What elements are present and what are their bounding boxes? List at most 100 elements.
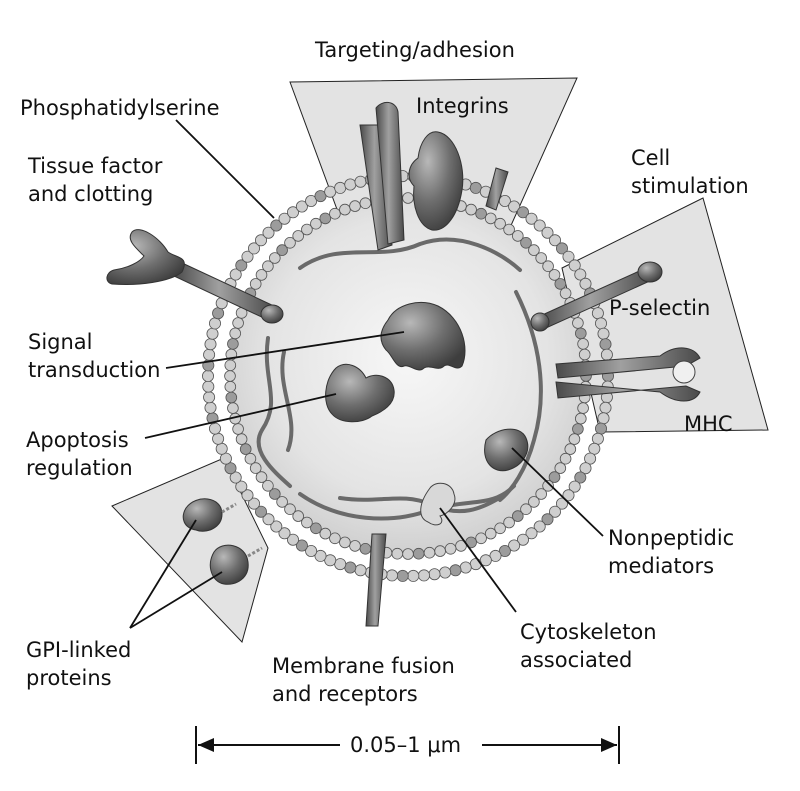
lipid-head-outer — [508, 200, 521, 213]
scale-bar-left-arrow — [198, 738, 214, 752]
lipid-head-outer — [396, 569, 409, 582]
lipid-head-inner — [229, 327, 242, 340]
filament — [280, 350, 294, 452]
lipid-head-inner — [339, 536, 351, 549]
lipid-head-outer — [600, 348, 613, 361]
lipid-head-outer — [203, 348, 216, 361]
nonpeptidic-protein — [484, 428, 529, 472]
lipid-head-outer — [469, 181, 482, 194]
lipid-head-outer — [568, 259, 581, 272]
lipid-head-inner — [475, 207, 487, 220]
cytoskeleton-protein — [420, 482, 456, 526]
lipid-head-outer — [344, 561, 357, 574]
lipid-head-inner — [520, 237, 532, 249]
lipid-head-inner — [578, 348, 591, 361]
lipid-head-inner — [434, 545, 446, 557]
lipid-head-inner — [255, 471, 268, 483]
scale-bar-right-arrow — [601, 738, 617, 752]
lipid-head-inner — [412, 547, 425, 560]
lipid-head-inner — [224, 380, 237, 393]
lipid-head-outer — [489, 549, 502, 562]
lipid-head-outer — [562, 250, 575, 263]
lipid-head-inner — [494, 217, 506, 230]
lipid-head-inner — [520, 503, 532, 516]
lipid-head-inner — [249, 278, 262, 290]
lipid-head-outer — [525, 527, 538, 540]
lipid-head-outer — [517, 206, 530, 219]
lipid-head-inner — [276, 496, 288, 508]
lipid-head-inner — [359, 542, 372, 555]
lipid-head-inner — [292, 230, 305, 242]
lipid-head-outer — [247, 497, 260, 510]
lipid-head-outer — [314, 549, 327, 562]
gpi-protein-b — [209, 544, 249, 585]
lipid-head-inner — [232, 317, 244, 329]
tissue-factor-head — [106, 229, 185, 285]
lipid-head-outer — [241, 250, 254, 263]
lipid-head-inner — [268, 252, 281, 264]
lipid-head-inner — [276, 244, 288, 256]
lipid-head-outer — [201, 369, 214, 382]
tissue-factor-anchor — [260, 304, 284, 324]
lipid-head-inner — [548, 269, 561, 281]
cell-stimulation-label-line2: stimulation — [631, 174, 749, 198]
lipid-head-inner — [319, 212, 332, 225]
lipid-head-outer — [508, 539, 521, 552]
lipid-head-inner — [511, 230, 524, 242]
gpi-sector — [111, 457, 269, 643]
gpi-linked-label: GPI-linked proteins — [26, 636, 131, 692]
targeting-adhesion-label: Targeting/adhesion — [315, 38, 515, 62]
lipid-head-outer — [517, 533, 530, 546]
scale-bar — [195, 726, 620, 764]
lipid-head-outer — [449, 564, 462, 577]
lipid-head-outer — [595, 317, 608, 330]
lipid-head-outer — [344, 178, 357, 191]
integrin-rod-a — [359, 124, 393, 251]
lipid-head-inner — [319, 527, 332, 540]
filament — [256, 336, 292, 488]
lipid-head-inner — [227, 402, 239, 414]
lipid-head-inner — [255, 269, 268, 281]
lipid-head-inner — [444, 542, 457, 555]
lipid-head-outer — [229, 471, 242, 484]
lipid-head-outer — [595, 422, 608, 435]
lipid-head-inner — [494, 522, 506, 535]
integrins-label: Integrins — [416, 94, 509, 118]
lipid-head-outer — [334, 181, 347, 194]
lipid-head-inner — [301, 516, 313, 529]
lipid-head-inner — [475, 532, 487, 545]
membrane-fusion-label-line2: and receptors — [272, 682, 418, 706]
membrane-fusion-protein — [365, 533, 387, 627]
lipid-head-outer — [562, 489, 575, 502]
tissue-factor-label-line1: Tissue factor — [28, 154, 163, 178]
lipid-head-inner — [402, 548, 414, 560]
tissue-factor-protein — [106, 229, 284, 324]
apoptosis-label-line1: Apoptosis — [26, 428, 129, 452]
lipid-head-outer — [334, 558, 347, 571]
lipid-head-inner — [224, 370, 236, 382]
membrane-fusion-label: Membrane fusion and receptors — [272, 652, 455, 708]
lipid-head-outer — [208, 317, 221, 330]
lipid-head-outer — [574, 471, 587, 484]
lipid-head-outer — [439, 566, 452, 579]
tissue-factor-label: Tissue factor and clotting — [28, 152, 162, 208]
lipid-head-outer — [235, 259, 248, 272]
lipid-head-inner — [239, 443, 252, 455]
cell-stimulation-label-line1: Cell — [631, 146, 671, 170]
lipid-head-outer — [354, 564, 367, 577]
mhc-rod-lower — [555, 381, 701, 402]
lipid-head-inner — [572, 423, 584, 435]
leader-lines — [129, 119, 604, 629]
lipid-head-outer — [541, 513, 554, 526]
lipid-head-inner — [310, 217, 322, 230]
lipid-head-inner — [559, 287, 572, 300]
cytoskeleton-label-line1: Cytoskeleton — [520, 620, 657, 644]
lipid-head-outer — [295, 539, 308, 552]
lipid-head-outer — [286, 533, 299, 546]
lipid-head-outer — [202, 380, 215, 393]
lipid-head-inner — [329, 207, 341, 220]
lipid-head-outer — [224, 462, 237, 475]
integrins — [359, 102, 509, 251]
lipid-head-inner — [559, 452, 572, 465]
lipid-head-outer — [262, 226, 275, 239]
